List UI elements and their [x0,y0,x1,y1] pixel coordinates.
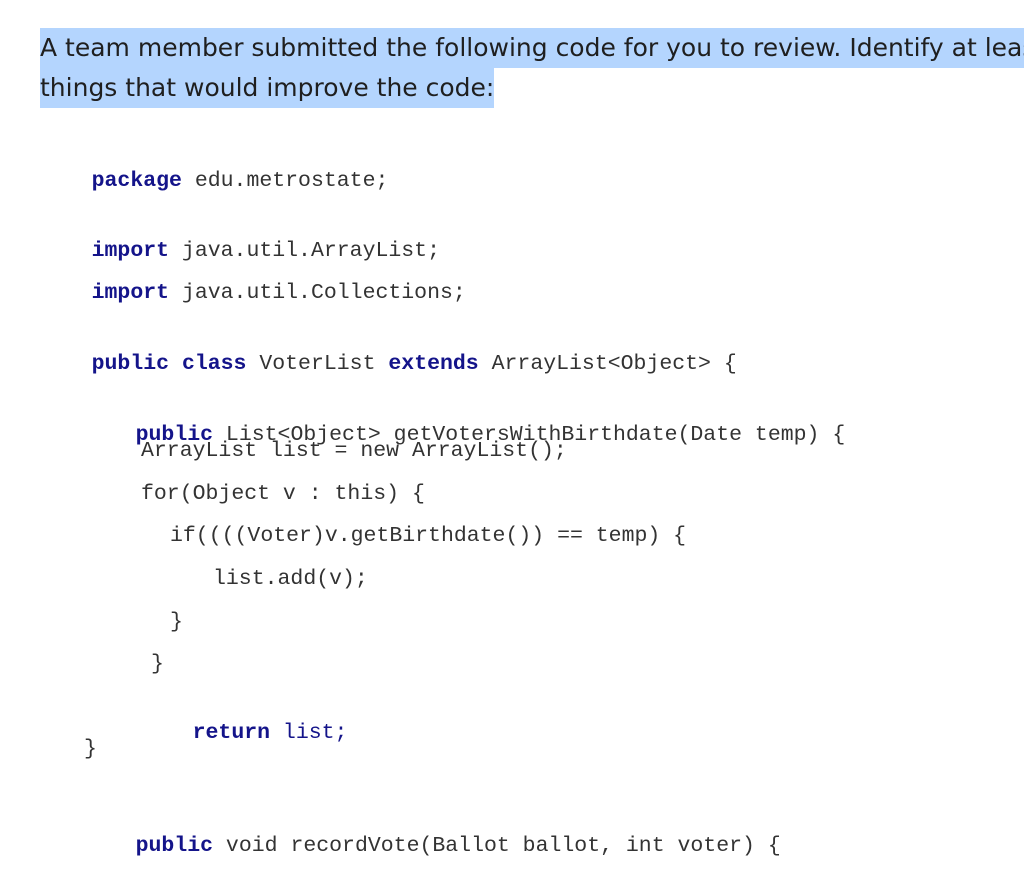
code-text: VoterList [246,352,389,376]
code-text: list; [270,721,348,745]
question-line-2: things that would improve the code: [40,68,495,108]
keyword: return [192,721,271,745]
code-line: if((((Voter)v.getBirthdate()) == temp) { [170,524,687,548]
code-line: } [170,610,183,634]
code-line: for(Object v : this) { [141,482,425,506]
keyword: import [91,281,170,305]
code-text: edu.metrostate; [181,169,389,193]
keyword: public [135,834,214,858]
code-line: ArrayList list = new ArrayList(); [141,439,567,463]
code-line: } [84,737,97,761]
keyword: class [181,352,247,376]
code-line-method-declaration: public void recordVote(Ballot ballot, in… [84,807,781,885]
code-line-method-declaration: public List<Object> getVotersWithBirthda… [84,396,846,474]
code-line-class-declaration: public class VoterList extends ArrayList… [40,325,737,403]
code-text: java.util.ArrayList; [169,239,440,263]
code-text: void recordVote(Ballot ballot, int voter… [213,834,781,858]
code-text: java.util.Collections; [169,281,466,305]
keyword: public [91,352,170,376]
code-line-return: return list; [141,694,348,772]
code-line: list.add(v); [213,567,368,591]
question-prompt: A team member submitted the following co… [40,28,1024,108]
code-line-package: package edu.metrostate; [40,142,389,220]
code-text: List<Object> getVotersWithBirthdate(Date… [213,423,846,447]
keyword: package [91,169,182,193]
keyword: extends [388,352,479,376]
code-line-import: import java.util.Collections; [40,254,466,332]
code-line-import: import java.util.ArrayList; [40,212,440,290]
keyword: public [135,423,214,447]
keyword: import [91,239,170,263]
question-line-1: A team member submitted the following co… [40,28,1024,68]
code-line: } [151,652,164,676]
code-text: ArrayList<Object> { [478,352,737,376]
